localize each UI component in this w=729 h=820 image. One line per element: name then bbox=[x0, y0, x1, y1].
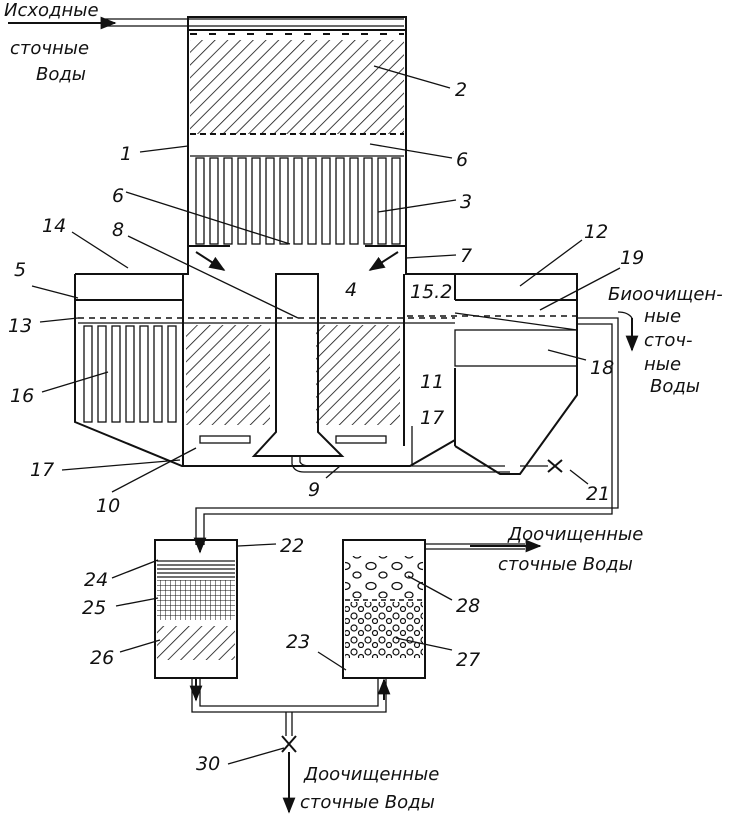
inlet-line-3: Воды bbox=[36, 64, 86, 85]
label-2: 2 bbox=[455, 79, 467, 101]
label-15-2: 15.2 bbox=[410, 281, 452, 303]
label-10: 10 bbox=[96, 495, 120, 517]
label-16: 16 bbox=[10, 385, 34, 407]
vertical-filter-elements bbox=[195, 157, 401, 245]
valve-30 bbox=[281, 735, 297, 753]
aerator-left bbox=[199, 435, 251, 444]
post-outlet-bottom-line-1: Доочищенные bbox=[303, 764, 439, 785]
filter-element bbox=[391, 157, 401, 245]
bio-filter-column bbox=[187, 16, 407, 275]
bio-outlet-caption: Биоочищен- ные сточ- ные Воды bbox=[608, 284, 723, 397]
filter-load-upper bbox=[190, 40, 404, 134]
post-outlet-bottom-line-2: сточные Воды bbox=[300, 792, 435, 813]
number-labels: 1 2 3 4 5 6 6 7 8 9 10 11 12 13 14 15.2 … bbox=[8, 79, 644, 775]
filter-element bbox=[363, 157, 373, 245]
filter-element bbox=[251, 157, 261, 245]
label-7: 7 bbox=[460, 245, 472, 267]
leader-lines bbox=[31, 65, 621, 765]
plate-element bbox=[83, 325, 93, 423]
label-3: 3 bbox=[460, 191, 472, 213]
plate-element bbox=[125, 325, 135, 423]
inlet-line-2: сточные bbox=[10, 38, 89, 59]
filter-element bbox=[321, 157, 331, 245]
filter-element bbox=[293, 157, 303, 245]
label-17b: 17 bbox=[420, 407, 444, 429]
post-outlet-right-line-1: Доочищенные bbox=[507, 524, 643, 545]
bio-outlet-line-2: ные bbox=[644, 306, 681, 327]
filter-element bbox=[349, 157, 359, 245]
label-24: 24 bbox=[84, 569, 108, 591]
filter-layer-24 bbox=[157, 558, 235, 578]
filter-element bbox=[209, 157, 219, 245]
main-tank bbox=[74, 273, 510, 473]
filter-layer-27 bbox=[345, 602, 423, 658]
plate-element bbox=[97, 325, 107, 423]
label-19: 19 bbox=[620, 247, 644, 269]
label-11: 11 bbox=[420, 371, 444, 393]
aeration-load-right bbox=[316, 325, 400, 425]
filter-element bbox=[237, 157, 247, 245]
label-17a: 17 bbox=[30, 459, 54, 481]
post-outlet-right-caption: Доочищенные сточные Воды bbox=[498, 524, 643, 575]
bio-outlet-line-5: Воды bbox=[650, 376, 700, 397]
label-13: 13 bbox=[8, 315, 32, 337]
filter-element bbox=[265, 157, 275, 245]
filter-layer-25 bbox=[157, 580, 235, 620]
filter-layer-26 bbox=[157, 626, 235, 660]
filter-element bbox=[377, 157, 387, 245]
label-5: 5 bbox=[14, 259, 26, 281]
post-outlet-bottom-caption: Доочищенные сточные Воды bbox=[300, 764, 439, 813]
label-6b: 6 bbox=[112, 185, 124, 207]
bio-outlet-line-1: Биоочищен- bbox=[608, 284, 723, 305]
plate-element bbox=[111, 325, 121, 423]
filter-element bbox=[195, 157, 205, 245]
aeration-load-left bbox=[186, 325, 270, 425]
bio-outlet-line-3: сточ- bbox=[644, 330, 693, 351]
central-pipe bbox=[251, 273, 345, 457]
label-6a: 6 bbox=[456, 149, 468, 171]
connecting-pipe bbox=[191, 678, 387, 814]
plate-element bbox=[139, 325, 149, 423]
label-30: 30 bbox=[196, 753, 220, 775]
label-25: 25 bbox=[82, 597, 106, 619]
filter-element bbox=[223, 157, 233, 245]
label-21: 21 bbox=[586, 483, 610, 505]
plate-element bbox=[167, 325, 177, 423]
label-26: 26 bbox=[90, 647, 114, 669]
aerator-right bbox=[335, 435, 387, 444]
filter-22 bbox=[154, 537, 238, 702]
filter-23 bbox=[342, 539, 542, 700]
filter-layer-28 bbox=[345, 556, 423, 598]
valve-21 bbox=[547, 459, 563, 473]
post-outlet-right-line-2: сточные Воды bbox=[498, 554, 633, 575]
settler-load bbox=[454, 329, 578, 367]
plate-element bbox=[153, 325, 163, 423]
label-4: 4 bbox=[345, 279, 357, 301]
left-compartment-plates bbox=[83, 325, 177, 423]
bio-outlet-pipe bbox=[195, 311, 639, 545]
inlet-caption: Исходные сточные Воды bbox=[4, 0, 99, 85]
filter-element bbox=[279, 157, 289, 245]
label-27: 27 bbox=[456, 649, 480, 671]
filter-element bbox=[307, 157, 317, 245]
label-18: 18 bbox=[590, 357, 614, 379]
label-1: 1 bbox=[120, 143, 132, 165]
inlet-line-1: Исходные bbox=[4, 0, 99, 21]
label-12: 12 bbox=[584, 221, 608, 243]
label-23: 23 bbox=[286, 631, 310, 653]
label-14: 14 bbox=[42, 215, 66, 237]
inlet-pipe bbox=[8, 16, 404, 30]
label-9: 9 bbox=[308, 479, 320, 501]
bio-outlet-line-4: ные bbox=[644, 354, 681, 375]
settler bbox=[407, 273, 578, 475]
filter-element bbox=[335, 157, 345, 245]
label-8: 8 bbox=[112, 219, 124, 241]
label-22: 22 bbox=[280, 535, 304, 557]
label-28: 28 bbox=[456, 595, 480, 617]
